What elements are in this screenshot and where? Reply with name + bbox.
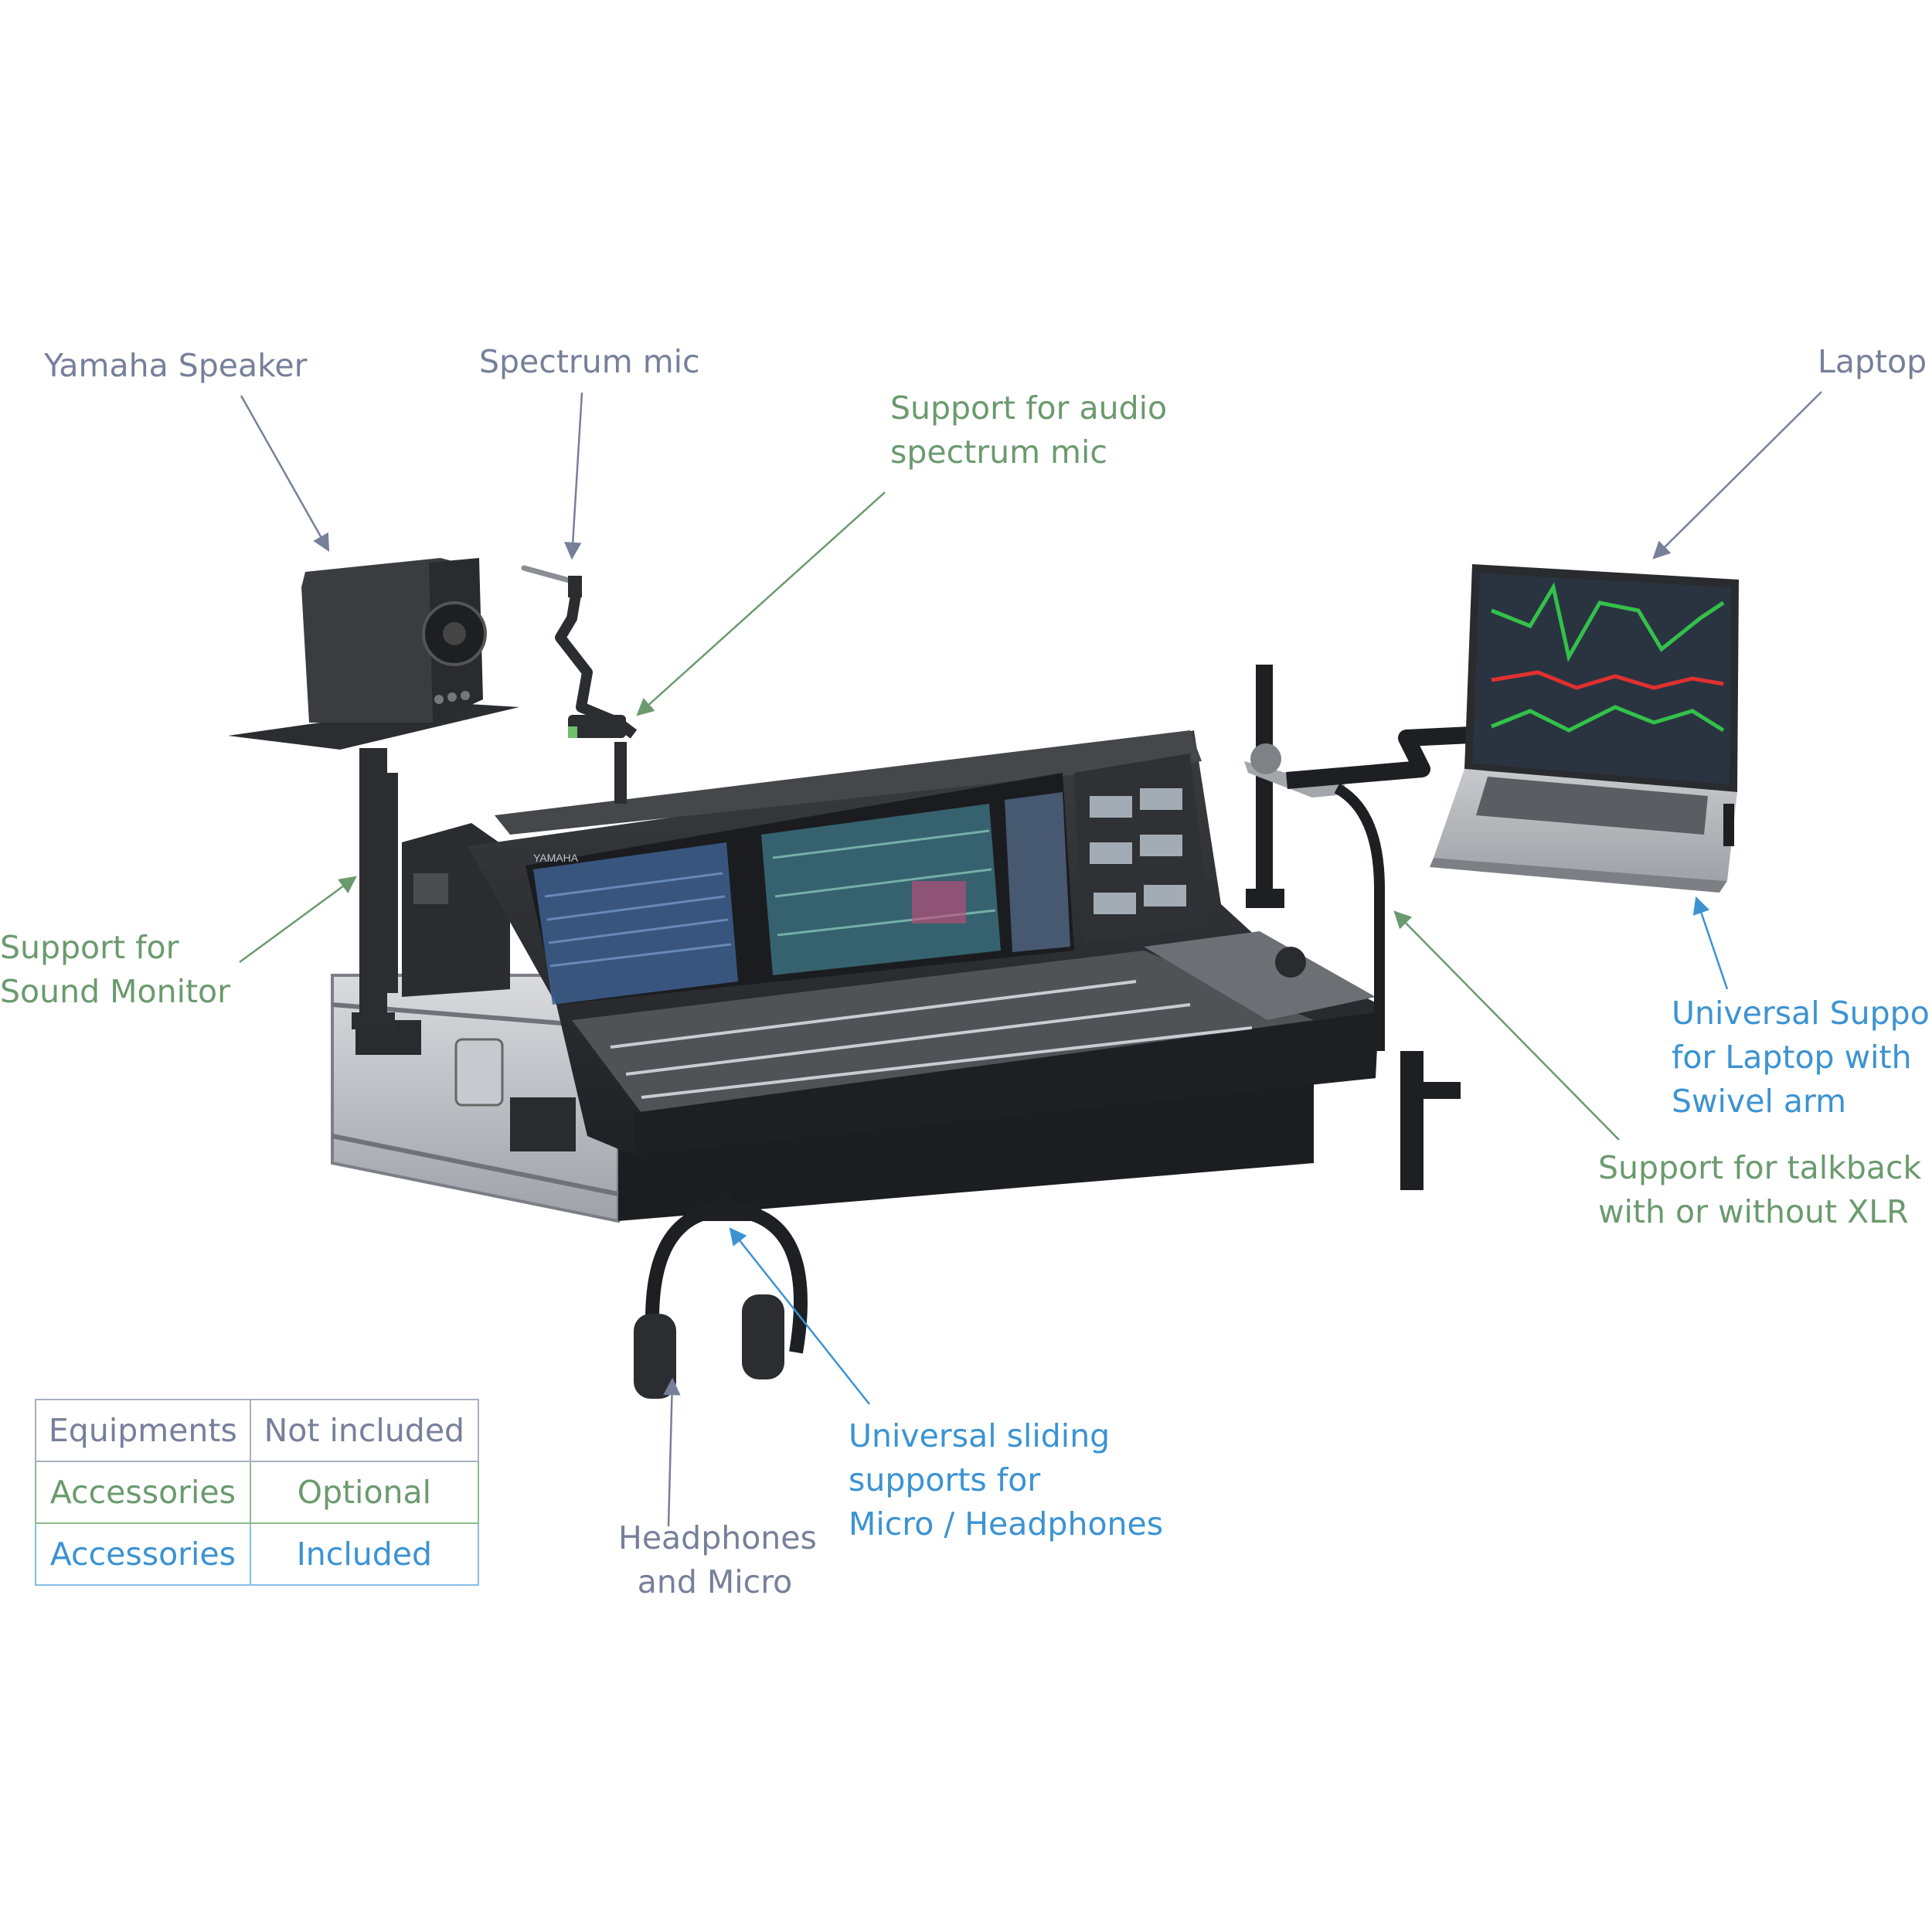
arrow-laptop: [1652, 391, 1822, 560]
label-line: Universal sliding: [849, 1417, 1111, 1454]
spectrum-mic-arm: [521, 565, 638, 804]
arrow-support-spectrum-mic: [636, 492, 886, 716]
legend-cell: Included: [249, 1522, 480, 1586]
arrow-headphones-micro: [663, 1377, 681, 1527]
arrow-spectrum-mic: [563, 392, 583, 560]
arrow-support-talkback: [1393, 910, 1620, 1141]
label-support-spectrum-mic: Support for audio spectrum mic: [890, 386, 1167, 474]
legend-cell: Equipments: [35, 1399, 251, 1462]
label-support-talkback: Support for talkback with or without XLR: [1598, 1146, 1921, 1234]
label-universal-sliding: Universal sliding supports for Micro / H…: [849, 1414, 1163, 1546]
legend-row-included: Accessories Included: [35, 1522, 480, 1586]
label-line: Sound Monitor: [0, 973, 230, 1010]
label-line: Micro / Headphones: [849, 1505, 1164, 1543]
arrow-universal-sliding: [729, 1227, 870, 1405]
label-line: for Laptop with: [1672, 1039, 1912, 1076]
callout-arrows: [239, 391, 1822, 1527]
label-line: Swivel arm: [1672, 1083, 1847, 1120]
label-line: supports for: [849, 1461, 1041, 1498]
label-support-sound-monitor: Support for Sound Monitor: [0, 926, 230, 1014]
laptop: [1430, 564, 1739, 893]
yamaha-speaker: [301, 558, 487, 723]
legend-table: Equipments Not included Accessories Opti…: [35, 1399, 480, 1586]
label-yamaha-speaker: Yamaha Speaker: [44, 347, 308, 384]
legend-cell: Optional: [249, 1461, 480, 1524]
label-line: Universal Support: [1672, 995, 1932, 1032]
legend-cell: Not included: [249, 1399, 480, 1462]
label-spectrum-mic: Spectrum mic: [479, 343, 700, 380]
label-line: with or without XLR: [1598, 1193, 1909, 1230]
legend-row-equipment: Equipments Not included: [35, 1399, 480, 1462]
label-line: and Micro: [637, 1563, 793, 1600]
label-line: Support for talkback: [1598, 1149, 1922, 1186]
mixing-console: YAMAHA: [402, 730, 1379, 1155]
label-universal-support-laptop: Universal Support for Laptop with Swivel…: [1672, 992, 1932, 1124]
label-line: Support for audio: [890, 389, 1168, 427]
legend-cell: Accessories: [35, 1461, 251, 1524]
console-brand-mark: YAMAHA: [533, 852, 579, 864]
legend-cell: Accessories: [35, 1522, 251, 1586]
headphones: [634, 1194, 808, 1399]
arrow-yamaha-speaker: [240, 395, 330, 552]
label-headphones-micro: Headphones and Micro: [618, 1516, 817, 1604]
arrow-universal-support-laptop: [1692, 896, 1729, 990]
label-laptop: Laptop: [1818, 343, 1927, 380]
label-line: spectrum mic: [890, 434, 1107, 471]
label-line: Headphones: [618, 1519, 817, 1556]
legend-row-optional: Accessories Optional: [35, 1461, 480, 1524]
label-line: Support for: [0, 929, 179, 966]
arrow-support-sound-monitor: [239, 876, 357, 964]
